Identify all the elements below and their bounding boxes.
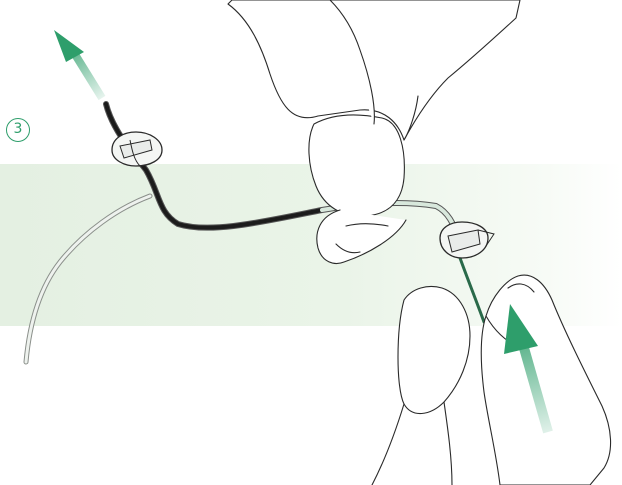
arrow-up-left-icon: [54, 30, 106, 101]
lower-hand: [371, 274, 612, 485]
dome-tip-right: [439, 221, 495, 259]
upper-hand: [227, 0, 521, 265]
arrow-up-icon: [504, 304, 553, 434]
step-number-badge: 3: [6, 118, 30, 142]
dome-tip-left: [111, 131, 163, 167]
clear-tube: [23, 193, 153, 365]
